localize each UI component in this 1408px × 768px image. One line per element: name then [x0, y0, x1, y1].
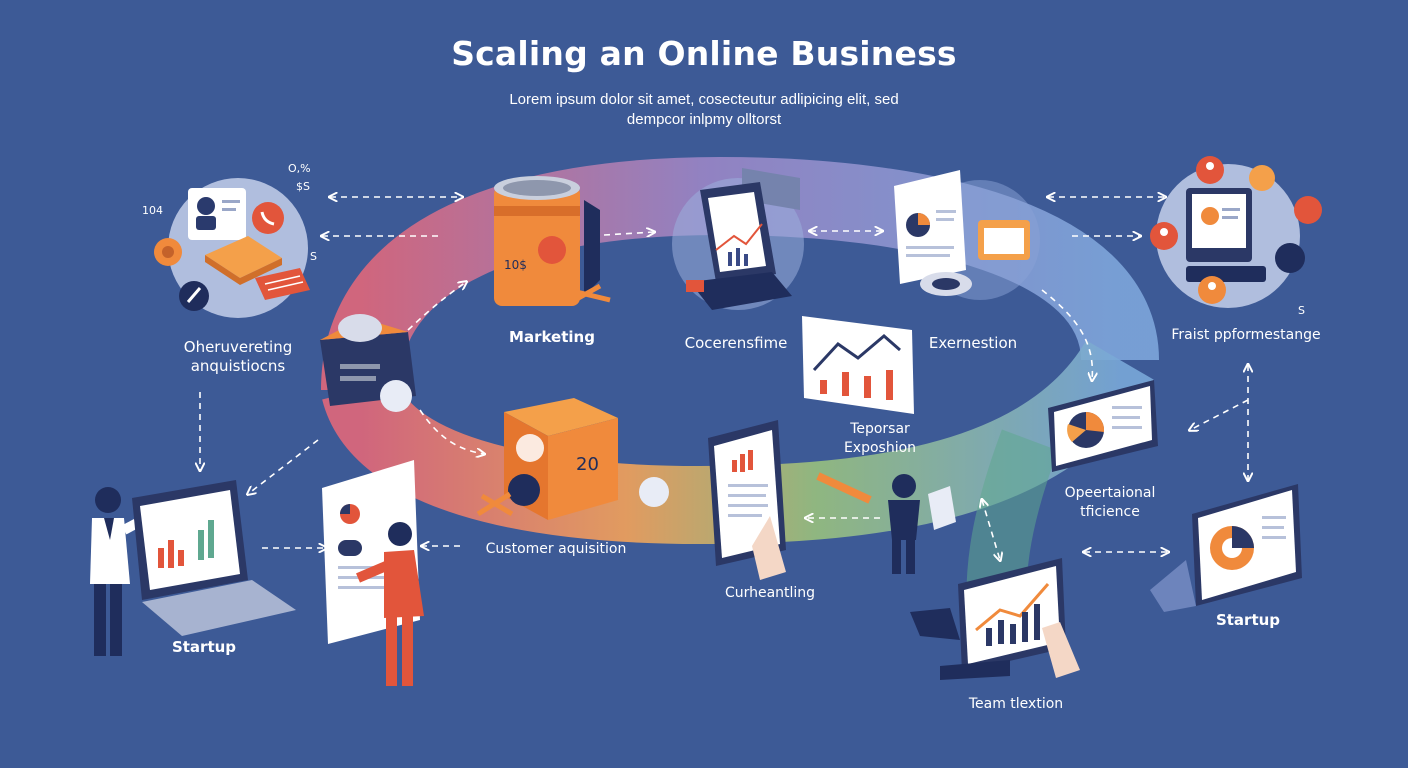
- label-cocerenstime: Cocerensfime: [684, 334, 788, 352]
- page-subtitle: Lorem ipsum dolor sit amet, cosecteutur …: [454, 90, 954, 130]
- scribble-g: 10$: [504, 258, 527, 272]
- label-acquisitions: Oheruvereting anquistiocns: [168, 338, 308, 376]
- pie-report-icon: [1048, 380, 1158, 472]
- document-presenter: [322, 460, 424, 686]
- label-tepersar: Teporsar Exposhion: [820, 420, 940, 458]
- label-startup-right: Startup: [1215, 611, 1281, 629]
- label-curheantling: Curheantling: [724, 585, 816, 601]
- person-writer: [816, 472, 956, 574]
- mailbox-dollar-icon: [320, 314, 416, 412]
- phone-icon: [252, 202, 284, 234]
- gear-icon: [508, 474, 540, 506]
- label-operational: Opeertaional tficience: [1050, 484, 1170, 522]
- label-tepersar-line-2: Exposhion: [843, 440, 917, 456]
- scribble-e: S: [1298, 304, 1305, 317]
- label-exernestion: Exernestion: [928, 334, 1018, 352]
- customer-box-icon: [476, 398, 669, 520]
- label-team: Team tlextion: [968, 696, 1064, 712]
- team-monitor-icon: [910, 558, 1080, 680]
- label-marketing: Marketing: [509, 328, 595, 346]
- mail-icon: [1294, 196, 1322, 224]
- scribble-d: S: [310, 250, 317, 263]
- profile-card-icon: [188, 188, 246, 240]
- label-acquisitions-line-1: Oheruvereting: [183, 338, 293, 356]
- label-acquisitions-line-2: anquistiocns: [190, 357, 286, 375]
- page-title: Scaling an Online Business: [451, 34, 957, 73]
- label-startup-left: Startup: [171, 638, 237, 656]
- label-customer: Customer aquisition: [485, 541, 627, 557]
- clock-icon: [1275, 243, 1305, 273]
- growth-chart-card: [802, 316, 914, 414]
- subtitle-line-2: dempcor inlpmy olltorst: [626, 111, 782, 128]
- connector-arrows: [200, 197, 1248, 560]
- dollar-icon: [380, 380, 412, 412]
- tablet-document-icon: [708, 420, 786, 580]
- label-fraist: Fraist ppformestange: [1171, 327, 1321, 343]
- scribble-c: 104: [142, 204, 163, 217]
- analytics-laptop-icon: [672, 168, 804, 310]
- label-operational-line-2: tficience: [1080, 504, 1140, 520]
- report-document-icon: [894, 170, 1040, 300]
- label-tepersar-line-1: Teporsar: [850, 421, 910, 437]
- scribble-b: $S: [296, 180, 310, 193]
- subtitle-line-1: Lorem ipsum dolor sit amet, cosecteutur …: [509, 91, 899, 108]
- marketing-canister-icon: [494, 176, 611, 306]
- label-operational-line-1: Opeertaional: [1064, 485, 1156, 501]
- startup-left-person: [90, 480, 296, 656]
- acquisition-cluster: [154, 178, 310, 318]
- scribble-f: 20: [576, 454, 599, 475]
- performance-cluster: [1150, 156, 1322, 308]
- scribble-a: O,%: [288, 162, 311, 175]
- startup-right-screen: [1150, 484, 1302, 612]
